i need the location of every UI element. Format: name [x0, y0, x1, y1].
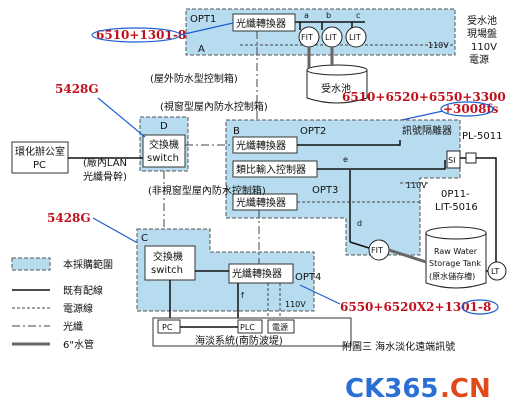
raw-tank-label-2: Storage Tank — [429, 259, 481, 268]
op-label-1: 0P11- — [441, 189, 470, 200]
zone-a-letter: A — [198, 44, 205, 55]
caption-title: 附圖三 海水淡化遠端訊號 — [342, 340, 455, 353]
annotation-r3: 6510+6520+6550+3300 — [342, 90, 506, 104]
zone-a-volt: 110V — [428, 41, 449, 50]
switch-d — [142, 134, 186, 168]
watermark-ck365: CK365 — [345, 374, 439, 404]
power-box-label: 電源 — [272, 323, 288, 332]
annotation-r2: 5428G — [55, 82, 99, 96]
zone-c-volt: 110V — [285, 300, 306, 309]
annotation-r4: +3008fs — [443, 102, 499, 116]
fit-b-signal — [349, 241, 370, 249]
legend-scope-swatch — [11, 257, 51, 271]
fit-b-label: FIT — [371, 246, 383, 255]
power-supply-box — [267, 319, 295, 334]
annotation-r4-ellipse — [440, 101, 494, 117]
annotation-r6: 6550+6520X2+1301-8 — [340, 300, 491, 314]
receiving-tank-label: 受水池 — [321, 82, 351, 95]
si-signal-box — [446, 150, 461, 169]
outdoor-box-label: (屋外防水型控制箱) — [150, 72, 238, 85]
zone-c-power-drop — [267, 283, 281, 322]
lit-instrument-a2 — [345, 26, 367, 48]
lan-label-2: 光纖骨幹) — [83, 170, 127, 183]
lit-a1-label: LIT — [325, 33, 337, 42]
raw-tank-label-1: Raw Water — [434, 247, 478, 256]
zone-b-converter-1-label: 光纖轉換器 — [236, 139, 286, 152]
system-label: 海淡系統(南防波堤) — [195, 334, 283, 347]
zone-c-opt4: OPT4 — [295, 272, 321, 283]
receiving-tank-top — [306, 64, 368, 76]
cable-a-label: a — [304, 11, 309, 20]
fit-a-label: FIT — [301, 33, 313, 42]
zone-a-converter-label: 光纖轉換器 — [236, 17, 286, 30]
zone-b-isolator: 訊號隔離器 — [402, 124, 452, 137]
op-label-2: LIT-5016 — [435, 202, 478, 213]
pl-label: PL-5011 — [462, 131, 502, 142]
zone-b-volt: 110V — [406, 181, 427, 190]
switch-d-label-1: 交換機 — [149, 138, 179, 151]
zone-a-opt-label: OPT1 — [190, 14, 216, 25]
window-box-label: (視窗型屋內防水控制箱) — [160, 100, 268, 113]
switch-c — [144, 245, 196, 281]
office-label-1: 環化辦公室 — [15, 145, 65, 158]
legend-fiber-label: 光纖 — [63, 320, 83, 333]
pl-junction — [465, 152, 477, 164]
watermark-cn: .CN — [440, 374, 491, 404]
lt-label: LT — [491, 267, 499, 276]
lit-a2-label: LIT — [349, 33, 361, 42]
legend-existing-label: 既有配線 — [63, 284, 103, 297]
raw-tank-label-3: (原水儲存槽) — [429, 271, 475, 281]
legend-pipe-label: 6"水管 — [63, 338, 94, 351]
zone-c-f-label: f — [241, 291, 244, 300]
legend-power-label: 電源線 — [63, 302, 93, 315]
zone-a — [185, 8, 456, 56]
nonwindow-box-label: (非視窗型屋內防水控制箱) — [148, 184, 266, 197]
panel-label-4: 電源 — [469, 53, 489, 66]
si-label: SI — [448, 156, 455, 165]
switch-c-label-2: switch — [151, 265, 183, 276]
plc-label: PLC — [240, 323, 255, 332]
office-label-2: PC — [33, 160, 46, 171]
lan-label-1: (廠內LAN — [83, 156, 127, 169]
annotation-r1: 6510+1301-8 — [96, 28, 186, 42]
panel-label-2: 現場盤 — [467, 27, 497, 40]
pc-label: PC — [162, 323, 173, 332]
cable-b-label: b — [326, 11, 331, 20]
pl-to-lt-line — [476, 157, 497, 262]
zone-c-fiber-converter — [228, 263, 294, 284]
cable-d-label: d — [357, 219, 362, 228]
annotation-r1-leader — [179, 22, 234, 36]
panel-label-3: 110V — [471, 42, 497, 53]
cable-e-label: e — [343, 155, 348, 164]
zone-b-letter: B — [233, 126, 240, 137]
zone-b-power-line — [297, 182, 430, 203]
annotation-r6-leader — [299, 284, 341, 305]
raw-water-tank-top — [425, 226, 487, 240]
annotation-r2-leader — [97, 97, 146, 138]
tank-a-pipes — [307, 47, 334, 68]
zone-b-signal-wire — [297, 140, 446, 170]
annotation-r6-ellipse — [461, 299, 499, 315]
annotation-r5-leader — [92, 217, 144, 247]
panel-label-1: 受水池 — [467, 14, 497, 27]
zone-d-letter: D — [160, 121, 168, 132]
legend-scope-label: 本採購範圍 — [63, 258, 113, 271]
zone-c-signal-drop — [169, 280, 239, 322]
zone-a-signal-bus — [295, 21, 365, 30]
zone-c-letter: C — [141, 233, 148, 244]
zone-b-analog-label: 類比輸入控制器 — [236, 163, 306, 176]
zone-c-converter-label: 光纖轉換器 — [232, 267, 282, 280]
cable-c-label: c — [356, 11, 360, 20]
zone-b-opt3: OPT3 — [312, 185, 338, 196]
switch-c-label-1: 交換機 — [153, 250, 183, 263]
zone-b-opt2: OPT2 — [300, 126, 326, 137]
fit-b-pipe — [388, 248, 427, 264]
zone-b — [225, 119, 461, 256]
receiving-tank — [306, 70, 368, 104]
zone-b-converter-2-label: 光纖轉換器 — [236, 196, 286, 209]
switch-d-label-2: switch — [147, 153, 179, 164]
raw-water-tank — [425, 233, 487, 289]
annotation-r5: 5428G — [47, 211, 91, 225]
